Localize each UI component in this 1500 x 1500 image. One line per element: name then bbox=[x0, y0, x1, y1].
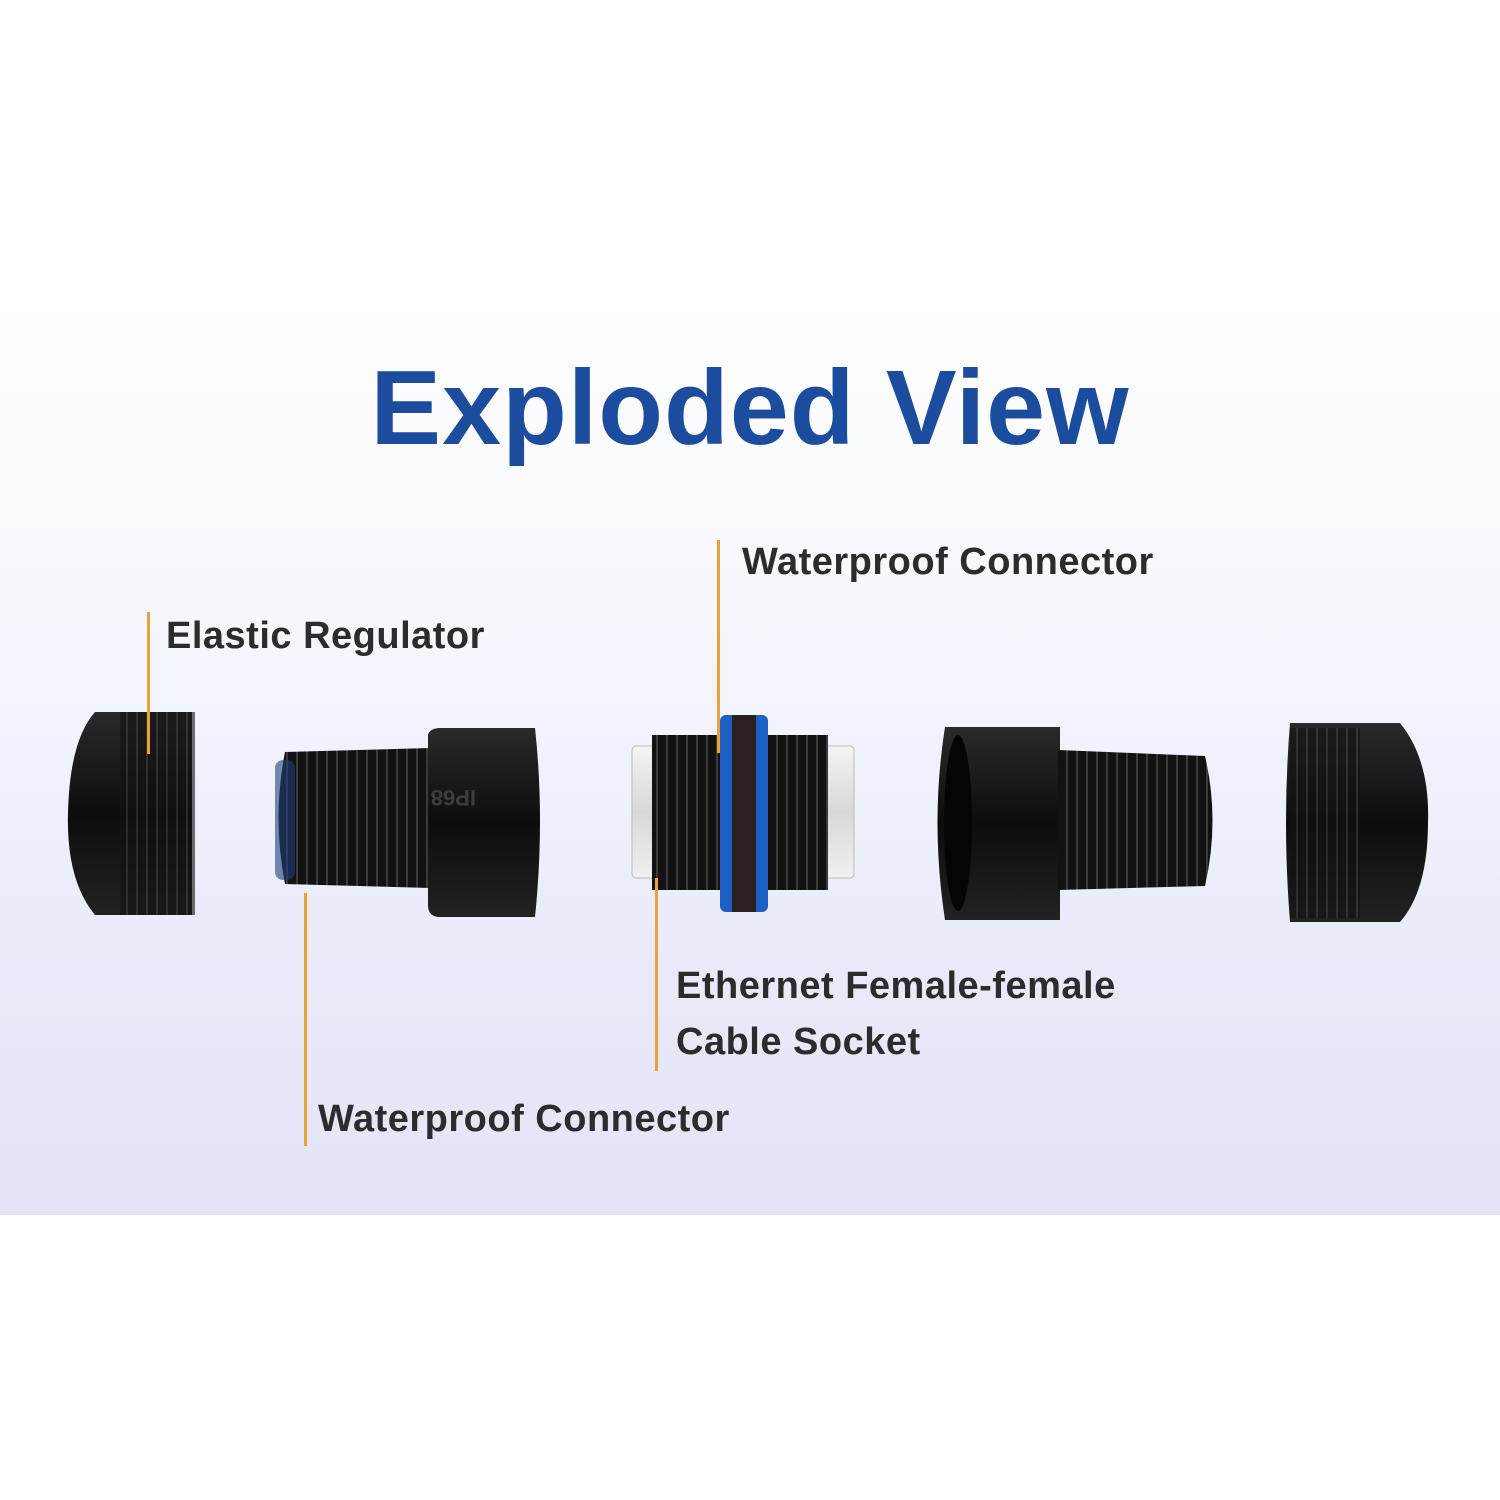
right-cap-elastic-regulator bbox=[1286, 723, 1429, 922]
leader-line-waterproof-connector-top bbox=[717, 540, 720, 753]
leader-line-elastic-regulator bbox=[147, 612, 150, 754]
label-elastic-regulator: Elastic Regulator bbox=[166, 615, 485, 657]
label-waterproof-connector-top: Waterproof Connector bbox=[742, 541, 1154, 583]
label-ethernet-socket-line1: Ethernet Female-female bbox=[676, 965, 1116, 1007]
right-waterproof-connector bbox=[937, 727, 1213, 920]
left-cap-elastic-regulator bbox=[67, 712, 195, 915]
label-ethernet-socket-line2: Cable Socket bbox=[676, 1021, 921, 1063]
leader-line-waterproof-connector-bottom bbox=[304, 893, 307, 1146]
ethernet-female-female-socket bbox=[631, 715, 855, 912]
left-waterproof-connector: IP68 bbox=[275, 728, 540, 917]
leader-line-ethernet-socket bbox=[655, 878, 658, 1071]
ip68-marking: IP68 bbox=[431, 785, 476, 810]
page-title: Exploded View bbox=[370, 349, 1130, 467]
label-waterproof-connector-bottom: Waterproof Connector bbox=[318, 1098, 730, 1140]
